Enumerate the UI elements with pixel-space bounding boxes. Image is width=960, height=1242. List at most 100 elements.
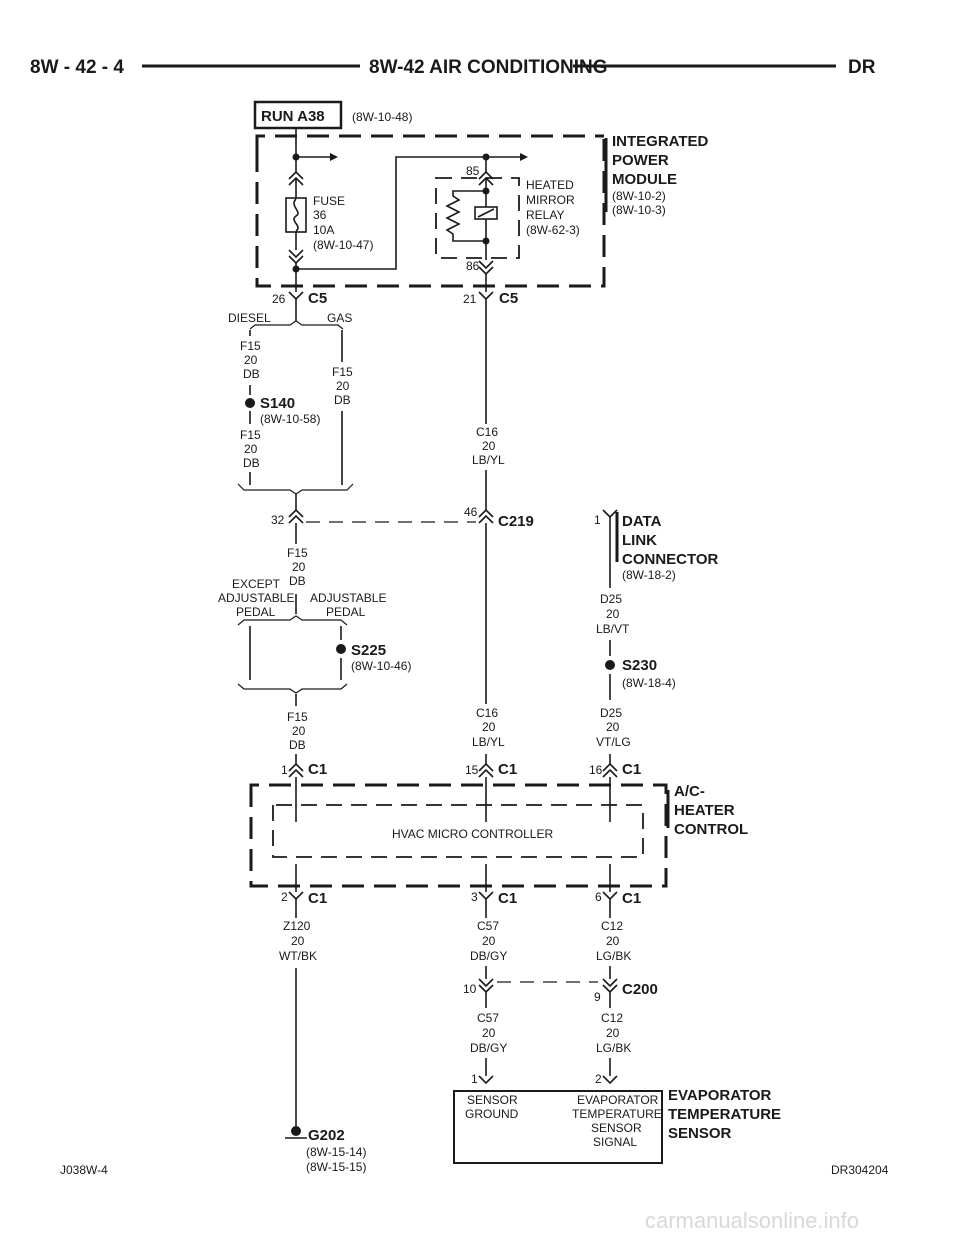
connector-c1-top-15: 15 C1 — [465, 754, 517, 822]
sensor-signal-line2: TEMPERATURE — [572, 1107, 662, 1121]
c1-top-16-pin: 16 — [589, 763, 603, 777]
connector-c5-right: 21 C5 — [463, 274, 518, 307]
diesel-label: DIESEL — [228, 311, 271, 325]
wire-c57-a-code: C57 — [477, 919, 499, 933]
fuse-line3: 10A — [313, 223, 334, 237]
wire-f15-d-gauge: 20 — [292, 560, 306, 574]
wire-c57-a-color: DB/GY — [470, 949, 507, 963]
hvac-line1: A/C- — [674, 783, 705, 800]
run-a38-box — [253, 100, 343, 130]
ipm-line3: MODULE — [612, 171, 677, 188]
except-line3: PEDAL — [236, 605, 276, 619]
c1-bottom-6-pin: 6 — [595, 890, 602, 904]
wire-f15-a-code: F15 — [240, 339, 261, 353]
s230-ref: (8W-18-4) — [622, 676, 676, 690]
sensor-pin-1: 1 — [471, 1072, 478, 1086]
relay-line3: RELAY — [526, 208, 564, 222]
wire-c12-b-code: C12 — [601, 1011, 623, 1025]
heated-mirror-relay: 85 86 HEATED MIRROR RELAY (8W-62-3) — [435, 157, 580, 276]
relay-ref: (8W-62-3) — [526, 223, 580, 237]
merge-brace-1 — [237, 483, 354, 495]
sensor-title-line2: TEMPERATURE — [668, 1106, 781, 1123]
footer-figure-id: J038W-4 — [60, 1163, 108, 1177]
relay-line1: HEATED — [526, 178, 574, 192]
wire-c16-b-code: C16 — [476, 706, 498, 720]
wire-d25-a-color: LB/VT — [596, 622, 630, 636]
wire-c16-a-code: C16 — [476, 425, 498, 439]
dlc-line2: LINK — [622, 532, 657, 549]
wire-d25-b-gauge: 20 — [606, 720, 620, 734]
header-model: DR — [848, 57, 876, 78]
hvac-control-box — [249, 783, 668, 888]
dlc-ref: (8W-18-2) — [622, 568, 676, 582]
c5-left-pin: 26 — [272, 292, 286, 306]
hvac-line3: CONTROL — [674, 821, 748, 838]
c219-pin-right: 46 — [464, 505, 478, 519]
splice-s140-dot — [245, 398, 255, 408]
wire-c16-b-color: LB/YL — [472, 735, 505, 749]
run-a38-label: RUN A38 — [261, 108, 325, 125]
relay-pin-86: 86 — [466, 259, 480, 273]
wire-c57-b-color: DB/GY — [470, 1041, 507, 1055]
page-header: 8W - 42 - 4 8W-42 AIR CONDITIONING DR — [30, 57, 876, 78]
wire-f15-c-code: F15 — [240, 428, 261, 442]
c5-left-name: C5 — [308, 290, 327, 307]
wire-d25-a-gauge: 20 — [606, 607, 620, 621]
hvac-micro-label: HVAC MICRO CONTROLLER — [392, 827, 553, 841]
wire-f15-d-color: DB — [289, 574, 306, 588]
sensor-ground-line1: SENSOR — [467, 1093, 518, 1107]
ipm-line1: INTEGRATED — [612, 133, 709, 150]
wire-z120-code: Z120 — [283, 919, 311, 933]
arrow-icon — [520, 153, 528, 161]
dlc-line1: DATA — [622, 513, 662, 530]
ground-dot — [291, 1126, 301, 1136]
connector-c1-bottom-6: 6 C1 — [595, 864, 641, 907]
wire-f15-e-code: F15 — [287, 710, 308, 724]
c1-top-1-pin: 1 — [281, 763, 288, 777]
hvac-inner-bg — [380, 825, 540, 843]
wire-c57-b-gauge: 20 — [482, 1026, 496, 1040]
wire-z120-gauge: 20 — [291, 934, 305, 948]
adjustable-line2: PEDAL — [326, 605, 366, 619]
splice-s230-dot — [605, 660, 615, 670]
fuse-line1: FUSE — [313, 194, 345, 208]
ground-g202: G202 (8W-15-14) (8W-15-15) — [285, 1126, 366, 1174]
fuse-36: FUSE 36 10A (8W-10-47) — [285, 128, 373, 292]
pedal-brace — [237, 615, 348, 626]
ipm-box — [255, 134, 606, 288]
c1-top-15-pin: 15 — [465, 763, 479, 777]
wire-d25-a-code: D25 — [600, 592, 622, 606]
wire-z120-color: WT/BK — [279, 949, 317, 963]
sensor-signal-line3: SENSOR — [591, 1121, 642, 1135]
wire-c16-a-color: LB/YL — [472, 453, 505, 467]
splice-s225-dot — [336, 644, 346, 654]
relay-pin-85: 85 — [466, 164, 480, 178]
connector-c200: 10 9 C200 — [463, 978, 658, 1004]
connector-c1-bottom-2: 2 C1 — [281, 864, 327, 907]
wire-f15-b-code: F15 — [332, 365, 353, 379]
arrow-icon — [330, 153, 338, 161]
ipm-line2: POWER — [612, 152, 669, 169]
c5-right-pin: 21 — [463, 292, 477, 306]
sensor-signal-line4: SIGNAL — [593, 1135, 637, 1149]
connector-c5-left: 26 C5 — [272, 290, 327, 307]
header-title: 8W-42 AIR CONDITIONING — [369, 57, 608, 78]
s140-name: S140 — [260, 395, 295, 412]
g202-ref1: (8W-15-14) — [306, 1145, 366, 1159]
wire-f15-c-color: DB — [243, 456, 260, 470]
relay-line2: MIRROR — [526, 193, 575, 207]
except-line1: EXCEPT — [232, 577, 281, 591]
g202-ref2: (8W-15-15) — [306, 1160, 366, 1174]
except-line2: ADJUSTABLE — [218, 591, 294, 605]
sensor-title-line3: SENSOR — [668, 1125, 732, 1142]
footer-drawing-id: DR304204 — [831, 1163, 889, 1177]
c1-bottom-3-pin: 3 — [471, 890, 478, 904]
fuse-ref: (8W-10-47) — [313, 238, 373, 252]
wire-f15-d-code: F15 — [287, 546, 308, 560]
wire-f15-b-gauge: 20 — [336, 379, 350, 393]
run-a38-ref: (8W-10-48) — [352, 110, 412, 124]
c1-top-1-name: C1 — [308, 761, 327, 778]
dlc-line3: CONNECTOR — [622, 551, 719, 568]
g202-name: G202 — [308, 1127, 345, 1144]
ipm-ref1: (8W-10-2) — [612, 189, 666, 203]
